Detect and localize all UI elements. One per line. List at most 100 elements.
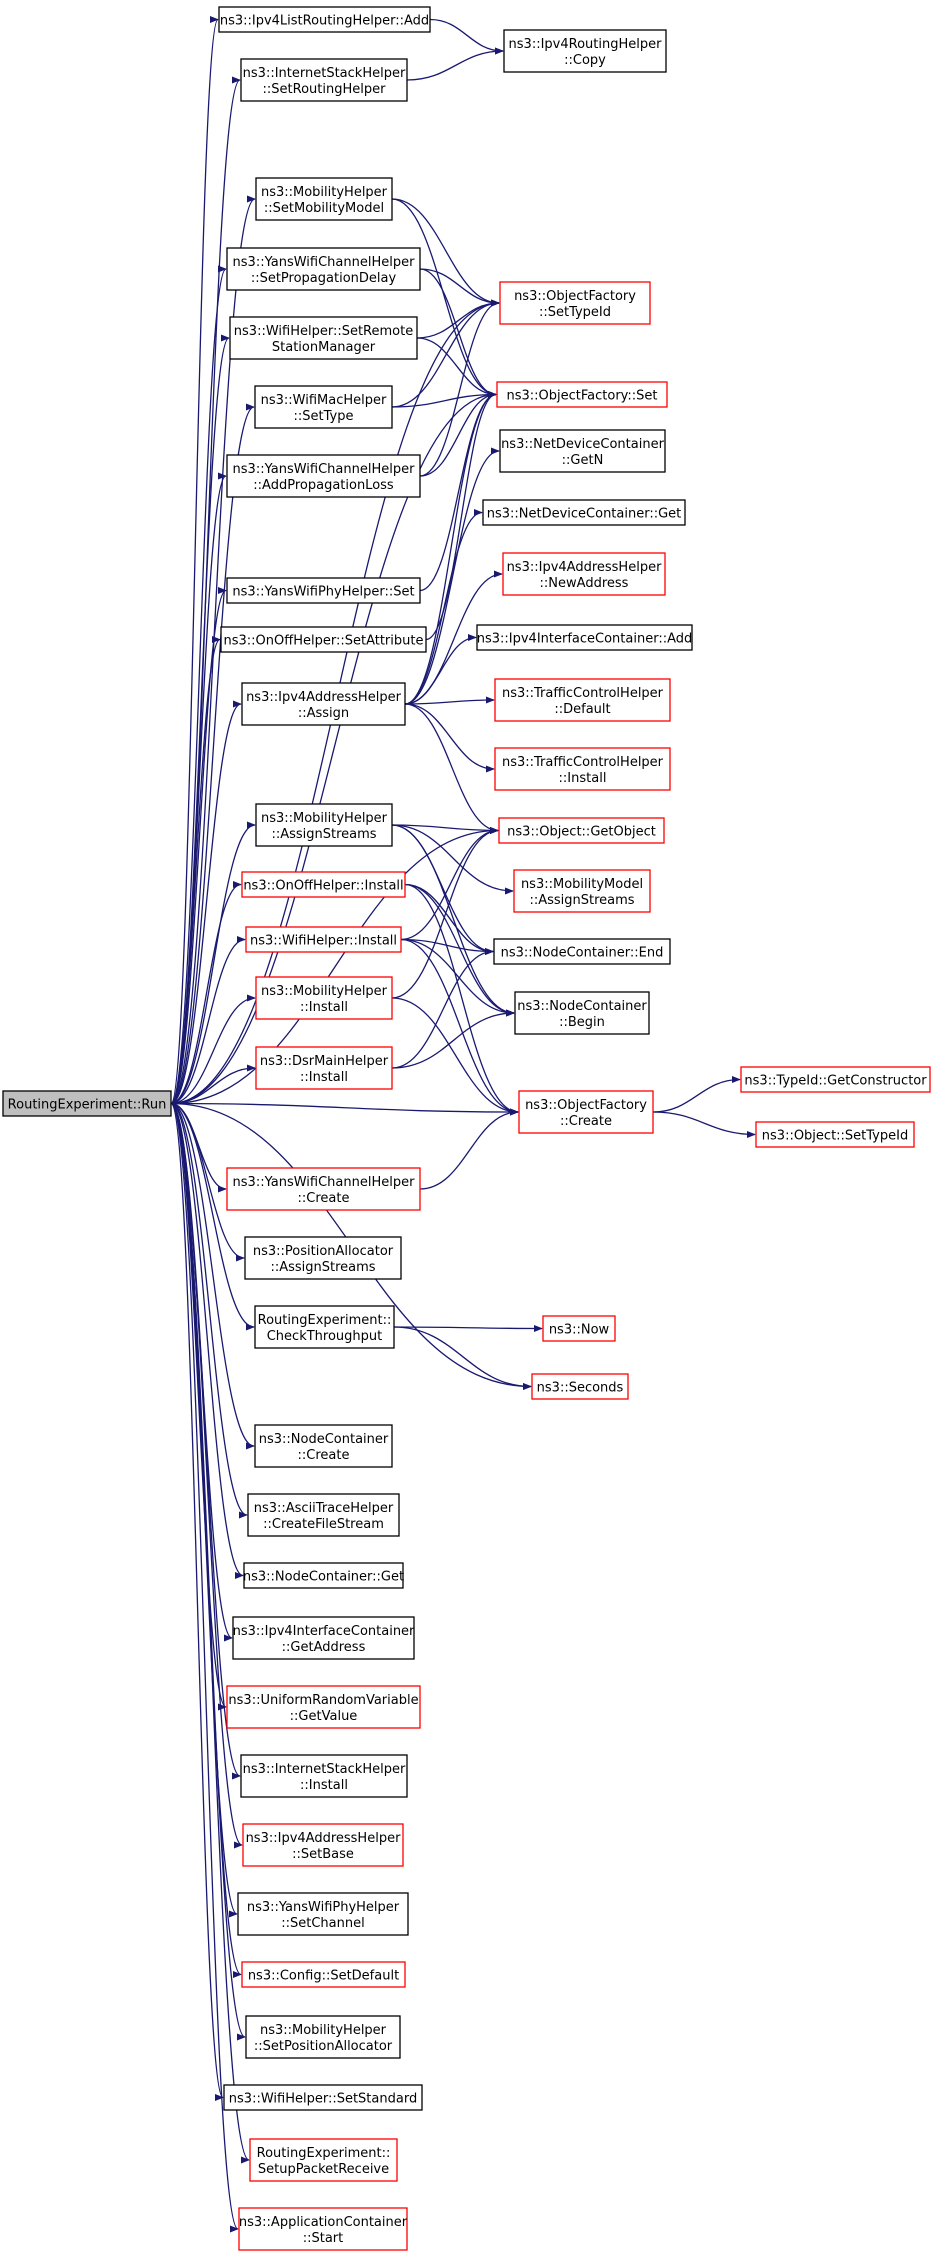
node-ipv4ifcgetaddr[interactable]: ns3::Ipv4InterfaceContainer::GetAddress [232,1616,415,1660]
node-box [518,1090,654,1134]
node-internetinstall[interactable]: ns3::InternetStackHelper::Install [240,1754,408,1798]
node-netdevcontget[interactable]: ns3::NetDeviceContainer::Get [482,499,686,526]
node-label-line: ::SetChannel [281,1916,364,1931]
node-box [254,1305,395,1349]
node-ipv4addrassign[interactable]: ns3::Ipv4AddressHelper::Assign [241,682,406,726]
node-onoffinstall[interactable]: ns3::OnOffHelper::Install [241,871,406,898]
node-box [240,1754,408,1798]
node-yanschancreate[interactable]: ns3::YansWifiChannelHelper::Create [226,1167,421,1211]
call-edge-mobilityassignstreams-to-mobmodelassign [391,824,514,895]
node-nodecontget[interactable]: ns3::NodeContainer::Get [243,1562,404,1589]
node-mobilitysetposalloc[interactable]: ns3::MobilityHelper::SetPositionAllocato… [245,2015,401,2059]
node-label-line: ::Assign [298,706,349,721]
node-label-line: RoutingExperiment:: [257,2146,391,2161]
node-tcinstall[interactable]: ns3::TrafficControlHelper::Install [494,747,671,791]
node-box [502,552,666,596]
call-edge-dsrmaininstall-to-nodecontend [391,947,494,1069]
node-ipv4addrsetbase[interactable]: ns3::Ipv4AddressHelper::SetBase [242,1823,404,1867]
call-edge-mobilityassignstreams-to-nodecontbegin [391,824,515,1017]
call-edge-mobilitysetmodel-to-objfactorysettypeid [391,198,500,307]
node-box [493,938,671,965]
node-uniformgetvalue[interactable]: ns3::UniformRandomVariable::GetValue [226,1685,421,1729]
node-seconds[interactable]: ns3::Seconds [531,1373,629,1400]
node-internetsetrouting[interactable]: ns3::InternetStackHelper::SetRoutingHelp… [240,58,408,102]
node-label-line: ::Copy [564,53,606,68]
node-netdevcontgetn[interactable]: ns3::NetDeviceContainer::GetN [499,429,666,473]
call-edge-run-to-dsrmaininstall [170,1064,256,1105]
node-wifiinstall[interactable]: ns3::WifiHelper::Install [245,926,402,953]
node-label-line: ns3::Ipv4ListRoutingHelper::Add [220,14,429,29]
node-box [254,385,393,429]
call-edge-wifiinstall-to-objgetobject [400,826,499,941]
node-box [241,1961,406,1988]
node-box [255,1046,393,1090]
node-now[interactable]: ns3::Now [542,1315,616,1342]
node-label-line: ::Install [300,1000,348,1015]
node-box [241,871,406,898]
node-objsettypeid[interactable]: ns3::Object::SetTypeId [755,1121,915,1148]
node-label-line: ns3::TrafficControlHelper [502,755,664,770]
node-label-line: ns3::Config::SetDefault [248,1969,399,1984]
node-appcontstart[interactable]: ns3::ApplicationContainer::Start [238,2207,408,2251]
call-edge-dsrmaininstall-to-nodecontbegin [391,1009,515,1069]
node-objfactorycreate[interactable]: ns3::ObjectFactory::Create [518,1090,654,1134]
node-ipv4ifcadd[interactable]: ns3::Ipv4InterfaceContainer::Add [476,624,693,651]
call-edge-objfactorycreate-to-typeidgetconstructor [652,1075,741,1113]
node-posallocassign[interactable]: ns3::PositionAllocator::AssignStreams [244,1236,402,1280]
node-configsetdefault[interactable]: ns3::Config::SetDefault [241,1961,406,1988]
call-edge-run-to-appcontstart [170,1102,239,2233]
node-box [496,381,668,408]
node-onoffsetattr[interactable]: ns3::OnOffHelper::SetAttribute [220,626,427,653]
node-wifisetstandard[interactable]: ns3::WifiHelper::SetStandard [223,2084,423,2111]
node-nodecontend[interactable]: ns3::NodeContainer::End [493,938,671,965]
call-edge-yanschansetprop-to-objfactoryset [419,268,497,399]
node-label-line: ns3::InternetStackHelper [243,66,406,81]
node-objfactorysettypeid[interactable]: ns3::ObjectFactory::SetTypeId [499,281,651,325]
node-mobilitysetmodel[interactable]: ns3::MobilityHelper::SetMobilityModel [255,177,393,221]
node-label-line: ns3::MobilityHelper [260,2023,387,2038]
node-label-line: ns3::Object::GetObject [507,825,656,840]
node-checkthroughput[interactable]: RoutingExperiment::CheckThroughput [254,1305,395,1349]
node-label-line: ns3::Seconds [537,1381,624,1396]
node-yanschansetprop[interactable]: ns3::YansWifiChannelHelper::SetPropagati… [226,247,421,291]
node-nodecontcreate[interactable]: ns3::NodeContainer::Create [254,1424,393,1468]
node-box [226,1685,421,1729]
call-edge-onoffinstall-to-objfactorycreate [404,883,519,1116]
node-label-line: SetupPacketReceive [258,2162,389,2177]
node-typeidgetconstructor[interactable]: ns3::TypeId::GetConstructor [740,1066,931,1093]
node-box [226,577,421,604]
node-label-line: ns3::ObjectFactory [514,289,636,304]
node-dsrmaininstall[interactable]: ns3::DsrMainHelper::Install [255,1046,393,1090]
node-setuppacketreceive[interactable]: RoutingExperiment::SetupPacketReceive [249,2138,398,2182]
node-yanschanaddprop[interactable]: ns3::YansWifiChannelHelper::AddPropagati… [226,454,421,498]
node-run[interactable]: RoutingExperiment::Run [2,1090,172,1117]
node-box [255,976,393,1020]
node-mobilityassignstreams[interactable]: ns3::MobilityHelper::AssignStreams [255,803,393,847]
call-edge-run-to-ipv4addrsetbase [170,1102,243,1849]
node-tcdefault[interactable]: ns3::TrafficControlHelper::Default [494,678,671,722]
node-asciitrace[interactable]: ns3::AsciiTraceHelper::CreateFileStream [247,1493,400,1537]
node-yansphysetchannel[interactable]: ns3::YansWifiPhyHelper::SetChannel [237,1892,409,1936]
node-label-line: RoutingExperiment:: [258,1313,392,1328]
node-nodecontbegin[interactable]: ns3::NodeContainer::Begin [514,991,650,1035]
node-label-line: ns3::AsciiTraceHelper [254,1501,394,1516]
node-objfactoryset[interactable]: ns3::ObjectFactory::Set [496,381,668,408]
node-label-line: ::GetValue [290,1709,358,1724]
node-objgetobject[interactable]: ns3::Object::GetObject [498,817,665,844]
call-edge-ipv4addrassign-to-objfactoryset [404,390,497,705]
node-ipv4addrnewaddr[interactable]: ns3::Ipv4AddressHelper::NewAddress [502,552,666,596]
node-ipv4listadd[interactable]: ns3::Ipv4ListRoutingHelper::Add [218,6,431,33]
node-label-line: ns3::MobilityHelper [261,185,388,200]
node-ipv4routingcopy[interactable]: ns3::Ipv4RoutingHelper::Copy [503,29,667,73]
node-label-line: ns3::ObjectFactory [525,1098,647,1113]
node-yansphyset[interactable]: ns3::YansWifiPhyHelper::Set [226,577,421,604]
node-box [482,499,686,526]
node-mobilityinstall[interactable]: ns3::MobilityHelper::Install [255,976,393,1020]
node-mobmodelassign[interactable]: ns3::MobilityModel::AssignStreams [513,869,651,913]
node-label-line: ns3::InternetStackHelper [243,1762,406,1777]
call-edge-run-to-onoffsetattr [170,636,221,1105]
node-label-line: ::Install [300,1070,348,1085]
call-edge-ipv4addrassign-to-netdevcontgetn [404,447,500,705]
node-wifimacsettype[interactable]: ns3::WifiMacHelper::SetType [254,385,393,429]
